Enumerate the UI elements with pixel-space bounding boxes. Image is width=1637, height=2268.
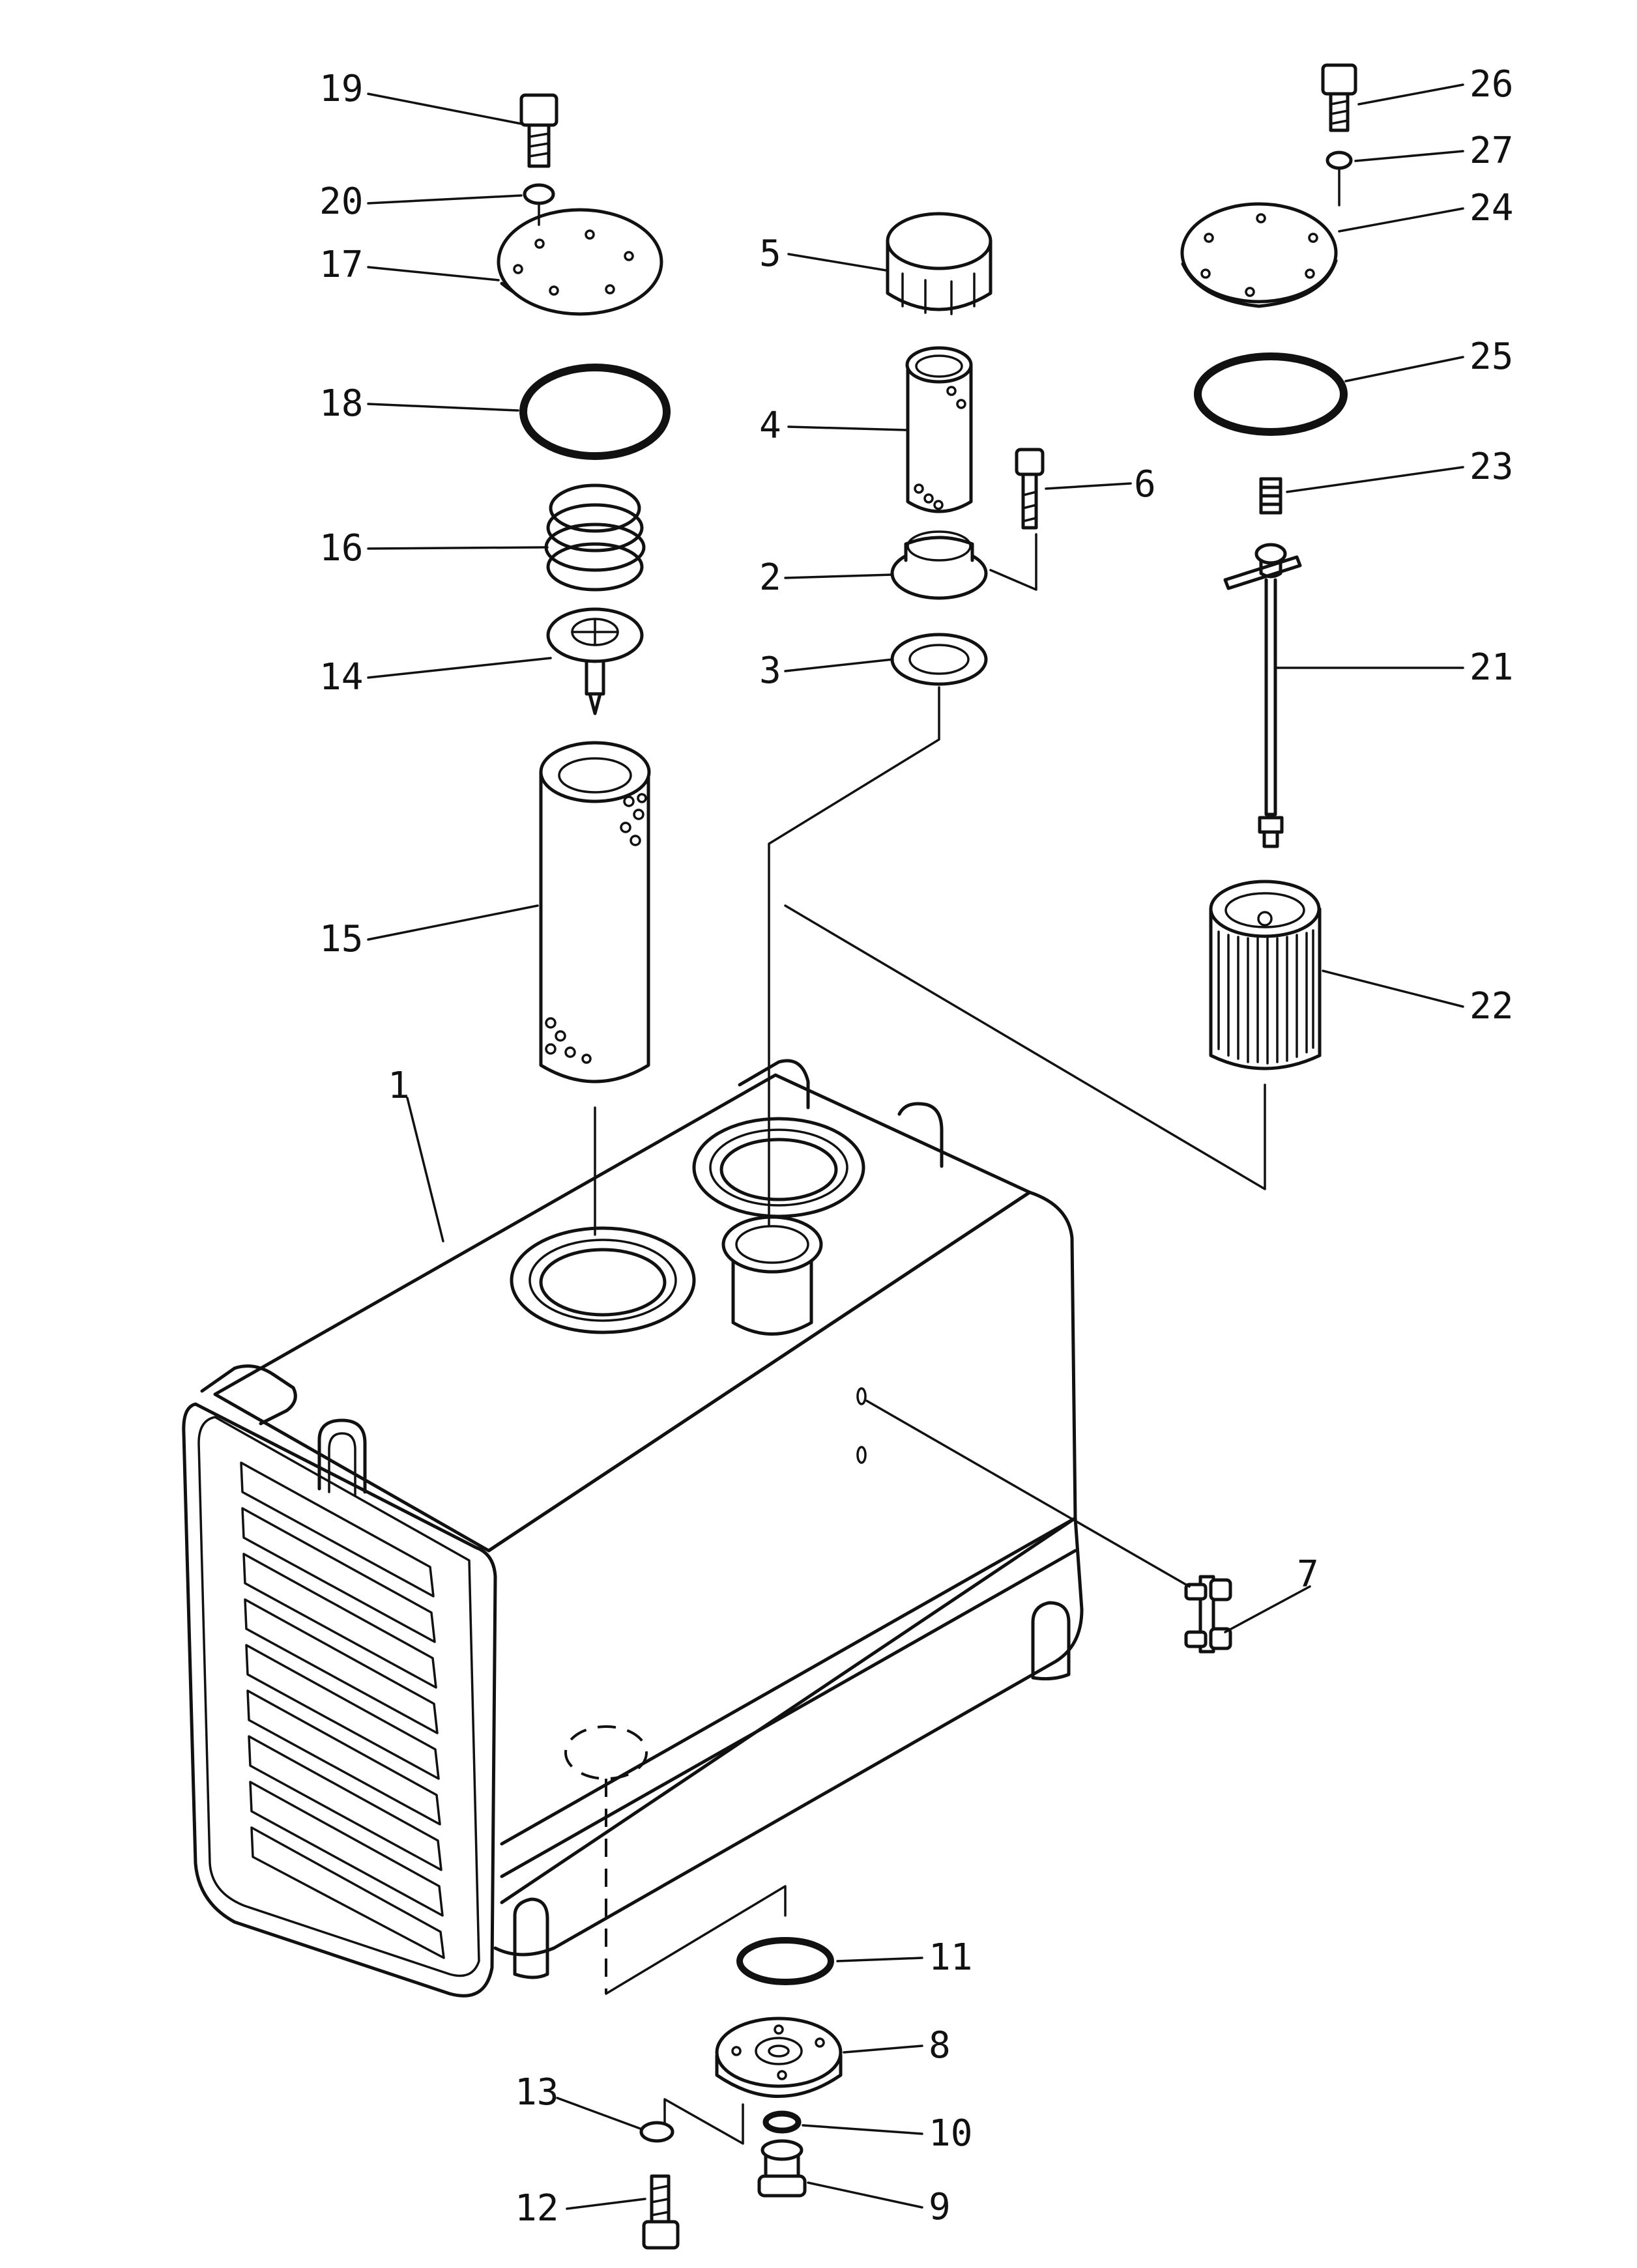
bolt-12	[642, 2174, 680, 2250]
label-16: 16	[319, 527, 363, 569]
label-22: 22	[1470, 985, 1513, 1027]
bolt-26	[1321, 63, 1357, 132]
washer-27	[1326, 151, 1353, 170]
o-ring-10	[762, 2110, 802, 2134]
drain-cover-8	[715, 2017, 843, 2098]
gasket-3	[890, 633, 988, 686]
sight-gauge-7	[1184, 1575, 1232, 1654]
cap-5	[886, 212, 992, 315]
washer-13	[639, 2121, 674, 2143]
bolt-19	[519, 93, 558, 168]
label-23: 23	[1470, 446, 1513, 488]
valve-14	[546, 607, 644, 715]
cover-17	[497, 208, 663, 316]
label-19: 19	[319, 68, 363, 110]
drain-plug-9	[757, 2139, 807, 2198]
label-3: 3	[759, 650, 781, 692]
label-14: 14	[319, 656, 363, 698]
label-15: 15	[319, 918, 363, 960]
label-24: 24	[1470, 187, 1513, 229]
label-2: 2	[759, 556, 781, 599]
spring-16	[544, 483, 646, 592]
filter-element-15	[539, 741, 651, 1084]
label-27: 27	[1470, 130, 1513, 172]
cover-24	[1180, 202, 1338, 308]
label-1: 1	[388, 1065, 410, 1107]
label-26: 26	[1470, 63, 1513, 106]
label-8: 8	[929, 2024, 951, 2067]
return-filter-22	[1209, 880, 1322, 1070]
label-5: 5	[759, 233, 781, 275]
o-ring-25	[1194, 352, 1348, 436]
label-12: 12	[515, 2187, 558, 2230]
leader-lines	[367, 83, 1464, 2210]
strainer-4	[905, 346, 973, 513]
tank-port-flange-right	[692, 1117, 865, 1218]
o-ring-11	[736, 1937, 834, 1985]
o-ring-18	[519, 364, 671, 460]
level-gauge-rod-21	[1223, 543, 1302, 848]
tank-port-flange-left	[510, 1226, 696, 1334]
label-9: 9	[929, 2186, 951, 2228]
washer-20	[523, 183, 555, 205]
bolt-6	[989, 448, 1045, 591]
label-21: 21	[1470, 646, 1513, 689]
label-4: 4	[759, 405, 781, 447]
label-13: 13	[515, 2071, 558, 2114]
spring-23	[1259, 477, 1282, 515]
hydraulic-tank	[182, 1059, 1084, 1998]
label-17: 17	[319, 244, 363, 286]
label-20: 20	[319, 180, 363, 223]
label-11: 11	[929, 1936, 972, 1979]
label-25: 25	[1470, 336, 1513, 378]
label-7: 7	[1297, 1553, 1319, 1596]
filler-neck	[721, 1215, 823, 1336]
label-6: 6	[1134, 463, 1156, 506]
label-10: 10	[929, 2112, 972, 2155]
label-18: 18	[319, 382, 363, 425]
part-labels: 19 20 17 18 16 14 15 1 5 4 2 3 6 26 27 2…	[319, 63, 1513, 2230]
adapter-2	[890, 530, 988, 600]
